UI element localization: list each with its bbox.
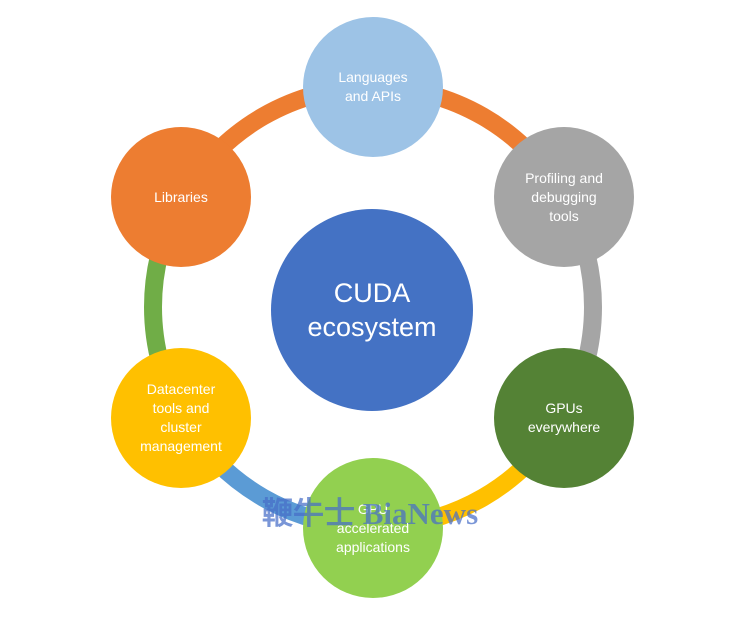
watermark-logo: 鞭牛士 BiaNews [262, 496, 479, 531]
node-label: Libraries [154, 188, 208, 205]
node-datacenter-tools-and-cluster-management: Datacenter tools and cluster management [111, 348, 251, 488]
node-profiling-and-debugging-tools: Profiling and debugging tools [494, 127, 634, 267]
node-libraries: Libraries [111, 127, 251, 267]
node-gpu-accelerated-applications: GPU accelerated applications [303, 458, 443, 598]
node-label: GPU accelerated applications [336, 500, 410, 555]
node-label: GPUs everywhere [527, 400, 601, 435]
node-languages-and-apis: Languages and APIs [303, 17, 443, 157]
node-label: Datacenter tools and cluster management [140, 381, 222, 454]
node-label: Profiling and debugging tools [525, 169, 603, 224]
node-gpus-everywhere: GPUs everywhere [494, 348, 634, 488]
center-label: CUDA ecosystem [307, 278, 437, 342]
center-node-cuda-ecosystem: CUDA ecosystem [271, 209, 473, 411]
node-label: Languages and APIs [338, 69, 408, 104]
